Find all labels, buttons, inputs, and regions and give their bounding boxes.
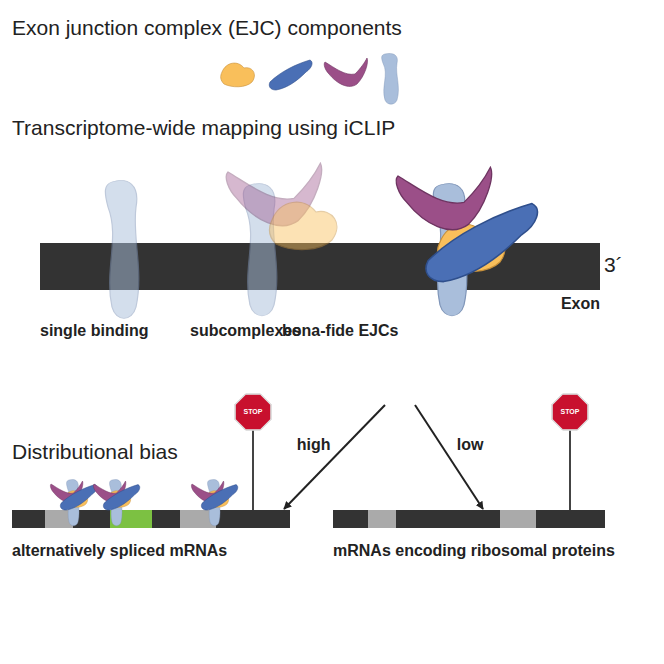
- arrow-connector: [284, 405, 385, 509]
- section-heading: Transcriptome-wide mapping using iCLIP: [12, 116, 395, 140]
- stop-sign-text: STOP: [238, 407, 268, 417]
- exon-label: Exon: [561, 295, 600, 313]
- edge-label: high: [295, 436, 333, 454]
- exon-bar: 3´Exon: [40, 243, 600, 405]
- mRNA-bar: STOPalternatively spliced mRNAs: [12, 510, 290, 528]
- section-heading: Exon junction complex (EJC) components: [12, 16, 402, 40]
- mRNA-label: mRNAs encoding ribosomal proteins: [333, 542, 615, 560]
- section-heading: Distributional bias: [12, 440, 178, 464]
- arrow-connector: [415, 405, 483, 509]
- binding-label: bona-fide EJCs: [282, 322, 398, 340]
- binding-label: single binding: [40, 322, 148, 340]
- mRNA-bar: STOPmRNAs encoding ribosomal proteins: [333, 510, 605, 528]
- edge-label: low: [455, 436, 486, 454]
- stop-sign-text: STOP: [555, 407, 585, 417]
- mRNA-label: alternatively spliced mRNAs: [12, 542, 227, 560]
- end-label: 3´: [604, 253, 623, 277]
